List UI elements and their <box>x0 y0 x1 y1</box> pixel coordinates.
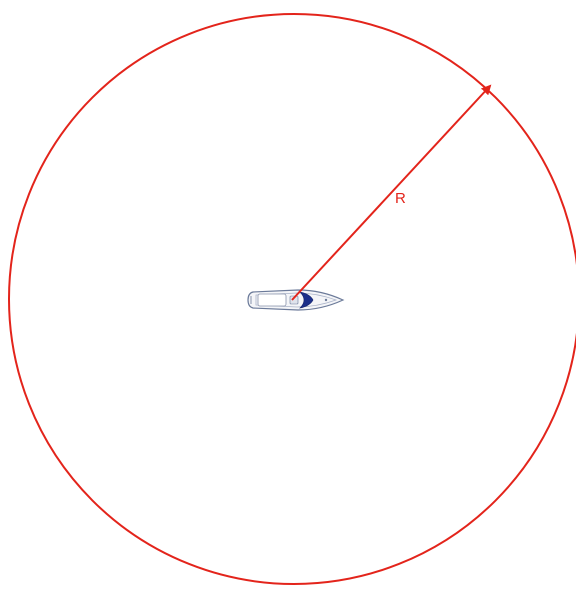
radius-arrow <box>292 86 490 300</box>
radius-label: R <box>395 190 406 207</box>
boat-icon <box>248 290 343 310</box>
